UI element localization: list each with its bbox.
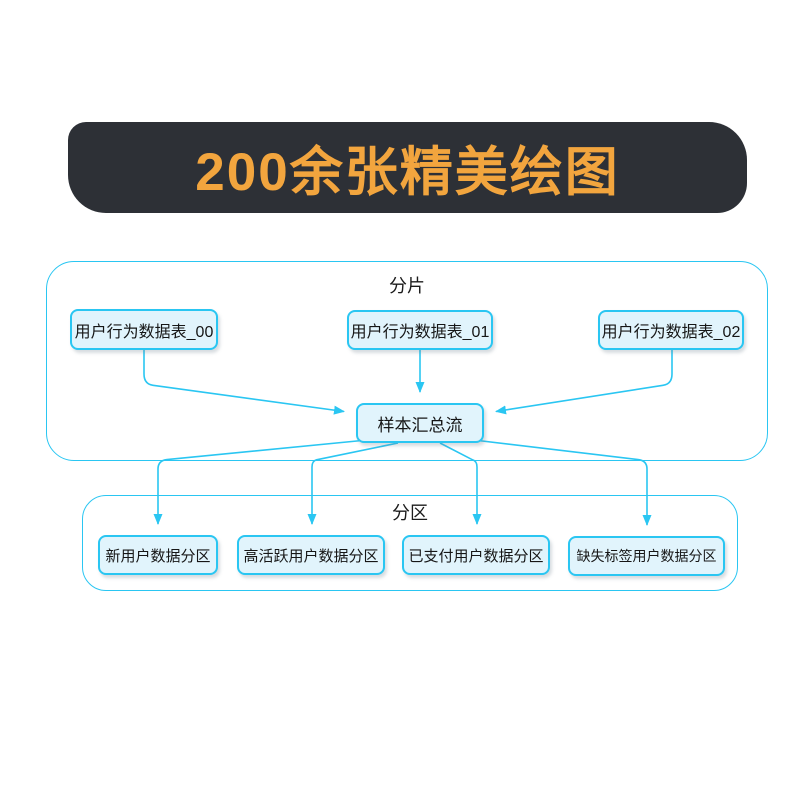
node-sample-aggregation-stream: 样本汇总流 — [356, 403, 484, 443]
promo-banner: 200余张精美绘图 — [68, 122, 747, 213]
node-user-behavior-table-01: 用户行为数据表_01 — [347, 310, 493, 350]
node-high-active-user-partition: 高活跃用户数据分区 — [237, 535, 385, 575]
banner-title: 200余张精美绘图 — [195, 142, 620, 202]
shard-group-label: 分片 — [389, 276, 425, 296]
partition-group-container — [82, 495, 738, 591]
node-user-behavior-table-00: 用户行为数据表_00 — [70, 309, 218, 350]
node-missing-label-user-partition: 缺失标签用户数据分区 — [568, 536, 725, 576]
partition-group-label: 分区 — [392, 503, 428, 523]
node-user-behavior-table-02: 用户行为数据表_02 — [598, 310, 744, 350]
node-new-user-partition: 新用户数据分区 — [98, 535, 218, 575]
node-paid-user-partition: 已支付用户数据分区 — [402, 535, 550, 575]
shard-group-container — [46, 261, 768, 461]
